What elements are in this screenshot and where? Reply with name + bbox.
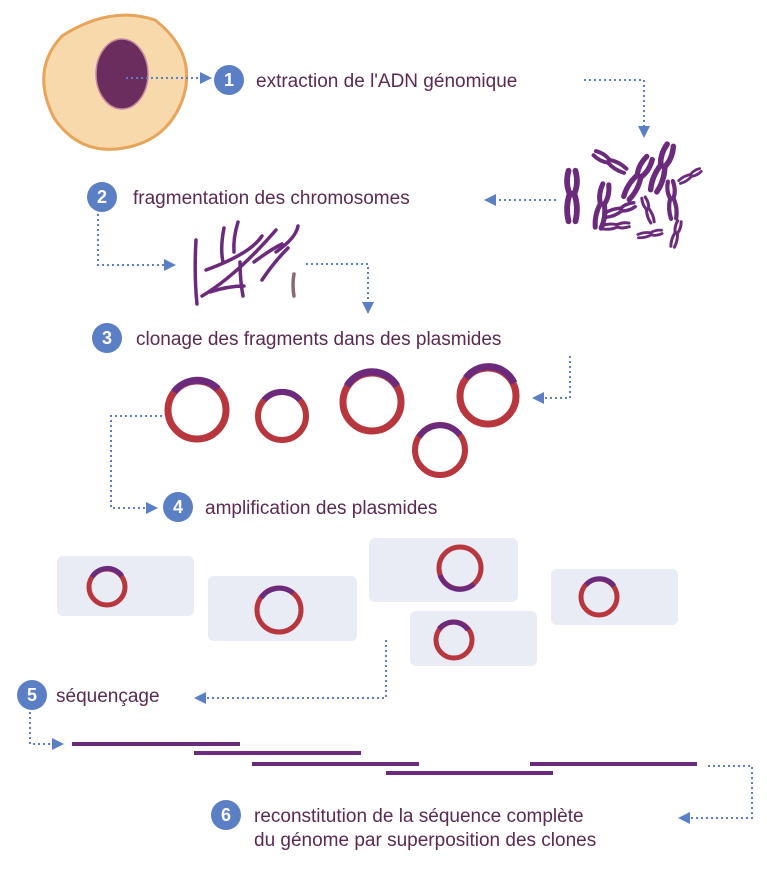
plasmid-icon [164,376,230,443]
plasmid-icon [456,363,520,428]
sequence-reads [72,742,697,775]
step-number-1: 1 [224,70,234,90]
plasmid-icon [412,422,468,478]
arrow-plasmids-to-step4 [110,415,162,509]
step-1: 1 extraction de l'ADN génomique [214,65,517,95]
arrow-step1-to-chromosomes [584,79,645,128]
culture-plate-icon [57,556,194,616]
step-number-4: 4 [173,497,183,517]
step-label-5: séquençage [56,686,160,707]
arrow-fragments-to-step3 [306,263,369,304]
step-2: 2 fragmentation des chromosomes [87,182,410,212]
step-badge-1 [214,65,244,95]
arrow-step5-to-reads [29,712,52,745]
step-number-2: 2 [97,187,107,207]
arrow-step3-to-plasmids [544,356,571,399]
step-badge-2 [87,182,117,212]
step-4: 4 amplification des plasmides [163,492,437,522]
step-badge-5 [17,680,47,710]
plasmid-icon [339,368,405,435]
arrow-reads-to-step6 [690,765,753,819]
culture-plate-icon [208,576,357,641]
step-label-1: extraction de l'ADN génomique [256,71,517,92]
plasmid-icon [255,388,309,443]
step-label-4: amplification des plasmides [205,498,437,519]
step-3: 3 clonage des fragments dans des plasmid… [92,323,501,353]
step-number-6: 6 [221,805,231,825]
nucleus-icon [95,38,149,110]
culture-plate-icon [369,538,518,602]
step-label-2: fragmentation des chromosomes [133,188,410,209]
step-badge-4 [163,492,193,522]
step-label-3: clonage des fragments dans des plasmides [136,329,501,350]
step-number-5: 5 [27,685,37,705]
step-badge-3 [92,323,122,353]
culture-plate-icon [410,611,537,666]
culture-plates [57,538,678,666]
cell-icon [42,13,189,151]
plasmid-group [164,363,520,478]
dna-fragment-icon [193,220,300,306]
step-badge-6 [211,800,241,830]
step-6: 6 reconstitution de la séquence complète… [211,800,596,851]
step-5: 5 séquençage [17,680,160,710]
step-label-6-line1: reconstitution de la séquence complète [254,806,584,827]
chromosome-icon [567,144,704,249]
step-number-3: 3 [102,328,112,348]
arrow-step2-to-fragments [97,214,164,266]
culture-plate-icon [551,569,678,625]
arrow-plates-to-step5 [206,640,387,699]
step-label-6-line2: du génome par superposition des clones [254,830,596,851]
